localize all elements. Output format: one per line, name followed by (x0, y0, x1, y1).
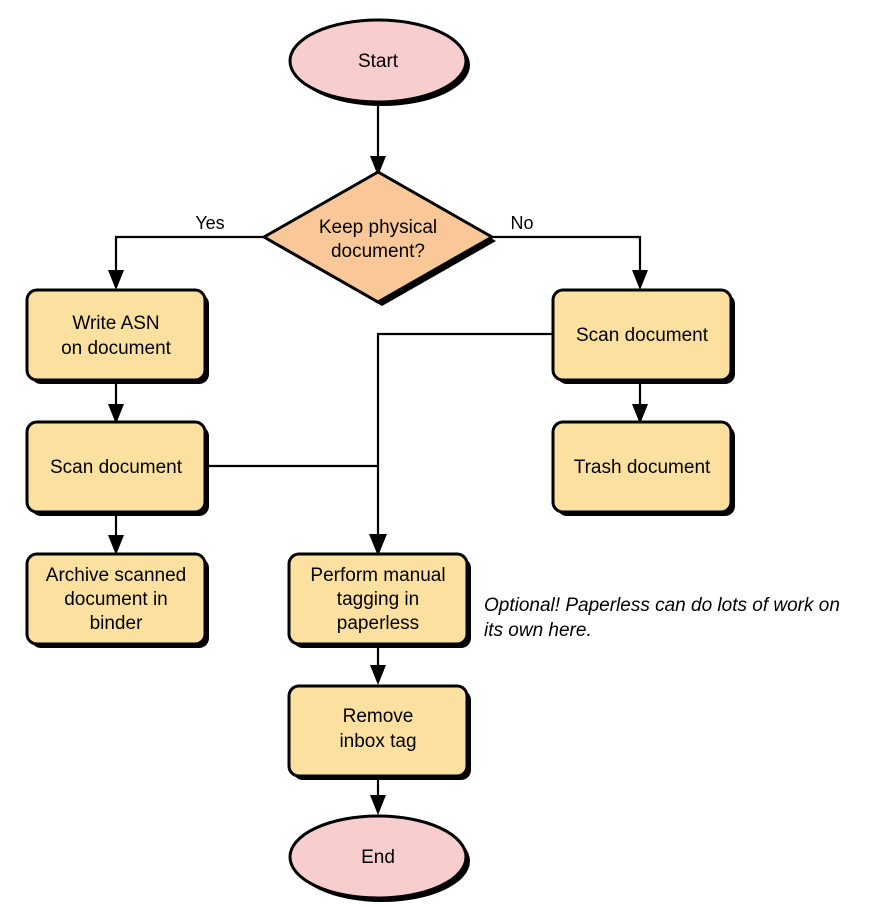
node-start-label: Start (358, 51, 399, 72)
node-scan-document-left-label: Scan document (50, 457, 183, 478)
node-scan-document-right[interactable]: Scan document (551, 288, 735, 384)
node-remove-inbox-tag[interactable]: Remove inbox tag (287, 684, 471, 780)
edge-label-yes: Yes (195, 213, 224, 233)
node-trash-document-label: Trash document (574, 457, 711, 478)
edge-scan-left-to-archive (108, 511, 124, 555)
node-archive-scanned-document[interactable]: Archive scanned document in binder (25, 552, 209, 648)
node-tagging-label-line1: Perform manual (310, 565, 445, 586)
node-decision-label-line2: document? (331, 241, 425, 262)
node-end[interactable]: End (288, 814, 470, 902)
node-write-asn-on-document[interactable]: Write ASN on document (25, 288, 209, 384)
node-scan-document-right-label: Scan document (576, 325, 709, 346)
node-tagging-label-line3: paperless (337, 613, 419, 634)
node-archive-label-line3: binder (90, 613, 143, 634)
node-perform-manual-tagging[interactable]: Perform manual tagging in paperless (287, 552, 471, 648)
edge-write-asn-to-scan-left (108, 380, 124, 424)
node-archive-label-line2: document in (64, 589, 168, 610)
edge-start-to-decision (370, 103, 386, 176)
node-write-asn-label-line2: on document (61, 338, 172, 359)
node-decision-keep-physical-document[interactable]: Keep physical document? (262, 170, 496, 306)
node-end-label: End (361, 847, 395, 868)
edge-scan-right-to-trash (632, 380, 648, 424)
node-decision-label-line1: Keep physical (319, 217, 437, 238)
node-write-asn-label-line1: Write ASN (72, 313, 159, 334)
node-remove-inbox-label-line2: inbox tag (339, 731, 416, 752)
edges-layer (108, 103, 648, 815)
node-scan-document-left[interactable]: Scan document (25, 420, 209, 516)
node-trash-document[interactable]: Trash document (551, 420, 735, 516)
node-archive-label-line1: Archive scanned (46, 565, 186, 586)
edge-label-no: No (510, 213, 533, 233)
node-start[interactable]: Start (288, 18, 470, 106)
annotation-optional-note-line2: its own here. (484, 620, 592, 641)
edge-decision-to-scan-right (492, 235, 648, 290)
node-remove-inbox-label-line1: Remove (343, 706, 414, 727)
edge-tagging-to-remove-inbox (370, 642, 386, 685)
annotation-optional-note-line1: Optional! Paperless can do lots of work … (484, 595, 840, 616)
node-tagging-label-line2: tagging in (337, 589, 419, 610)
edge-decision-to-write-asn (108, 235, 264, 290)
annotation-optional-note: Optional! Paperless can do lots of work … (484, 595, 840, 641)
edge-scan-right-to-tagging (369, 332, 552, 556)
